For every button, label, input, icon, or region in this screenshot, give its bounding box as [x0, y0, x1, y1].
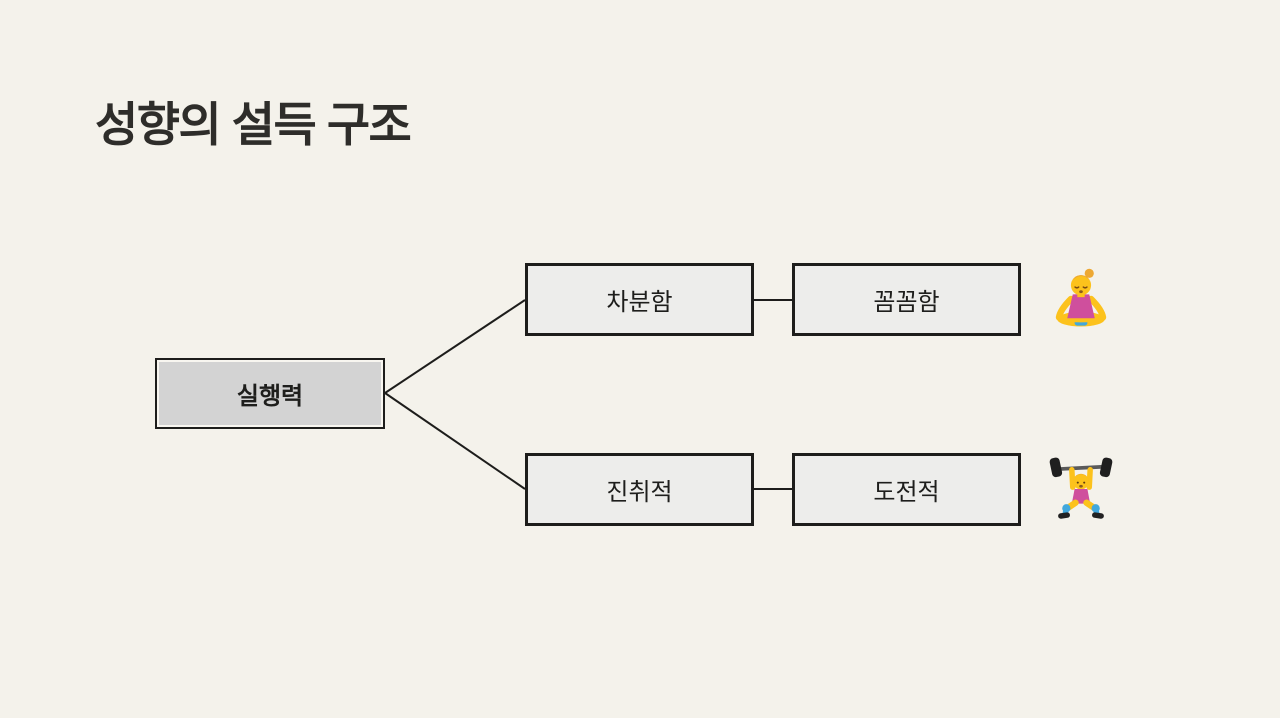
branch-node-label: 도전적	[873, 479, 940, 506]
branch-node-proactive: 진취적	[525, 453, 754, 526]
root-node-label: 실행력	[236, 383, 304, 410]
branch-node-label: 진취적	[606, 479, 673, 506]
woman-lifting-weights-icon	[1048, 456, 1114, 522]
root-node: 실행력	[155, 358, 385, 429]
branch-node-calm: 차분함	[525, 263, 754, 336]
connector-root-to-calm	[384, 299, 526, 394]
branch-node-challenge: 도전적	[792, 453, 1021, 526]
page-title: 성향의 설득 구조	[95, 98, 412, 151]
woman-in-lotus-position-icon	[1048, 266, 1114, 332]
branch-node-label: 꼼꼼함	[873, 289, 940, 316]
branch-node-meticulous: 꼼꼼함	[792, 263, 1021, 336]
branch-node-label: 차분함	[606, 289, 673, 316]
connector-root-to-proactive	[384, 392, 526, 490]
